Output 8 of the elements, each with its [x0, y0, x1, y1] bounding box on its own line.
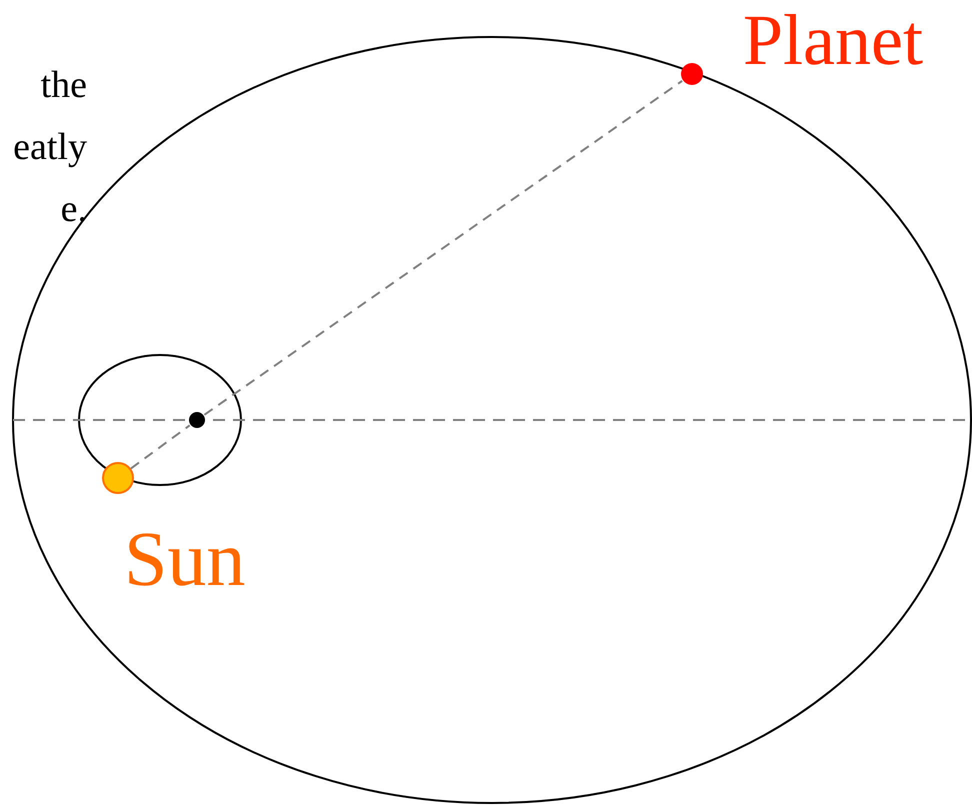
planet-dot	[681, 63, 703, 85]
barycenter-dot	[189, 412, 205, 428]
connector-line	[130, 424, 190, 470]
note-text: the eatly e.	[12, 63, 87, 232]
sun-dot	[102, 462, 134, 494]
sun-label: Sun	[124, 520, 246, 598]
connector-line	[204, 80, 683, 416]
planet-label: Planet	[743, 4, 923, 76]
